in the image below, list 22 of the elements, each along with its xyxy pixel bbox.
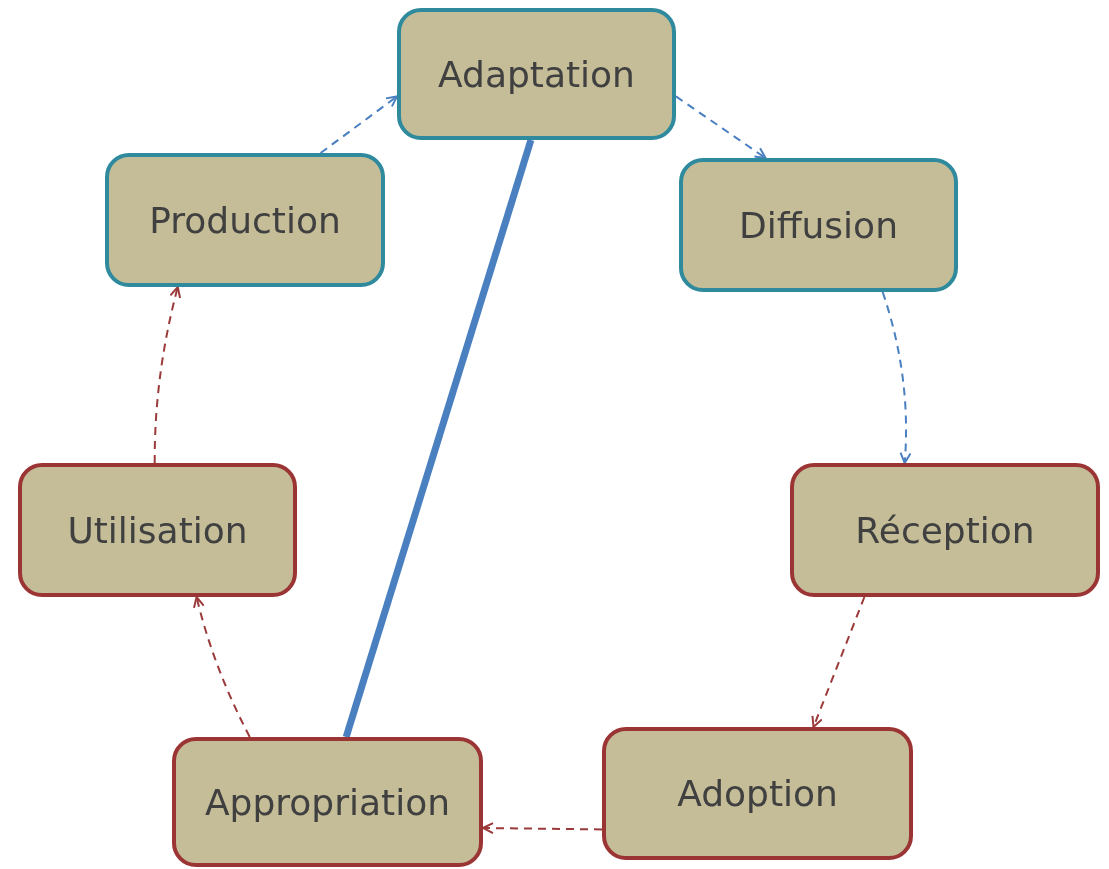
process-box (679, 158, 958, 292)
box-label: Réception (855, 509, 1035, 551)
box-label: Adoption (677, 773, 838, 814)
box-label: Diffusion (739, 204, 898, 246)
connector-line (342, 138, 535, 739)
dashed-arrow (881, 291, 912, 464)
dashed-arrow (675, 95, 767, 159)
dashed-arrow (153, 286, 182, 464)
box-label: Utilisation (67, 509, 248, 551)
dashed-arrow (482, 822, 603, 835)
box-label: Production (149, 199, 341, 241)
dashed-arrow (319, 95, 398, 154)
process-box (105, 153, 385, 287)
process-box (602, 727, 913, 860)
process-box (172, 737, 483, 867)
dashed-arrow (193, 596, 251, 738)
box-label: Adaptation (438, 53, 635, 95)
dashed-arrow (811, 596, 866, 728)
process-box (790, 463, 1100, 597)
process-box (18, 463, 297, 597)
process-box (397, 8, 676, 140)
box-label: Appropriation (204, 781, 450, 823)
